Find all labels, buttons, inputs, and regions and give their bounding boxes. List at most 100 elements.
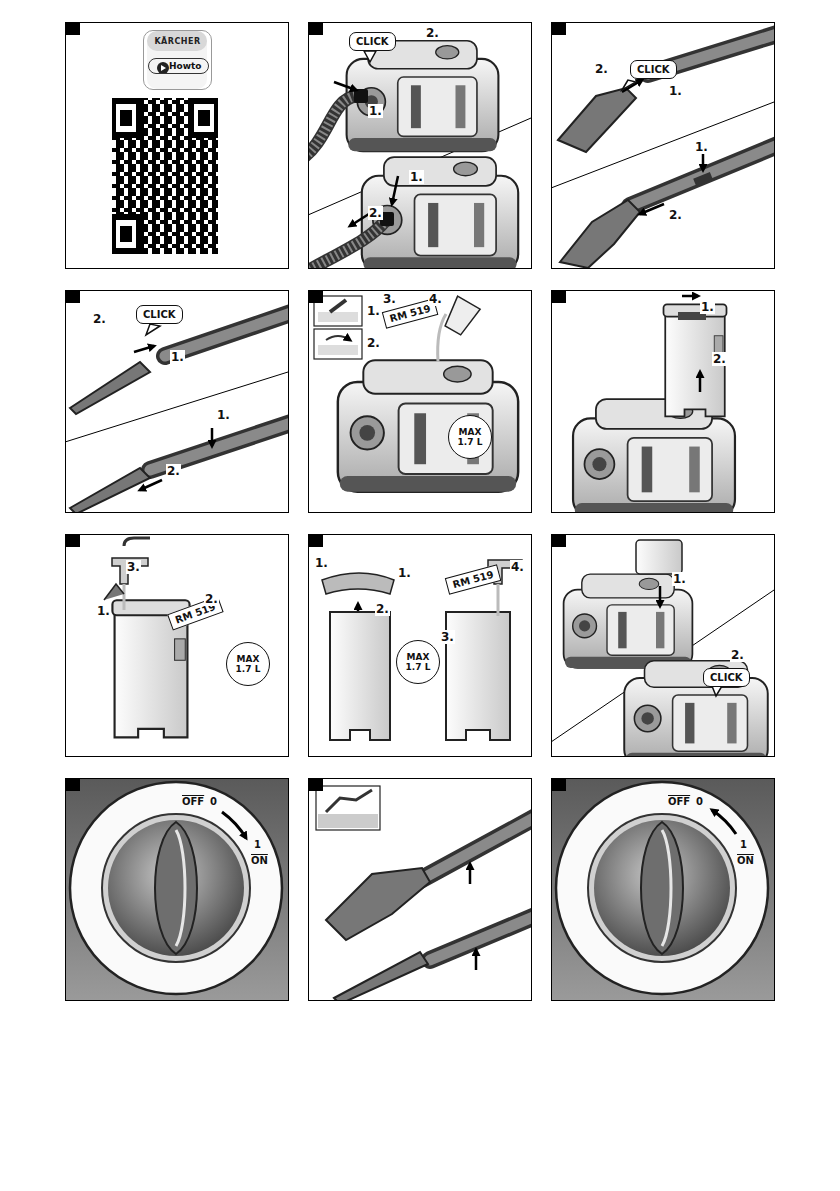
step-number: 4. [510, 560, 525, 574]
fill-machine-panel [330, 300, 346, 312]
fill-tank-lid-panel [446, 612, 510, 740]
panel-markers [551, 290, 566, 303]
nozzle-attach-panel [558, 88, 636, 152]
fill-machine-panel [318, 312, 358, 322]
click-callout: CLICK [703, 668, 750, 687]
fill-tank-panel [112, 558, 148, 584]
hose-connect-panel [308, 220, 386, 268]
hose-connect-panel [354, 89, 368, 103]
panel-frames [309, 23, 532, 269]
hose-connect-panel [308, 220, 386, 268]
fill-machine-panel [438, 314, 446, 362]
step-number: 1. [368, 104, 383, 118]
step-number: 2. [425, 26, 440, 40]
panel-frames [66, 23, 775, 1001]
fill-tank-panel [104, 538, 190, 737]
fill-tank-lid-panel [322, 573, 394, 594]
switch-on-panel [108, 820, 244, 956]
fill-machine-panel [326, 336, 350, 340]
trigger-panel [326, 868, 430, 940]
step-number: 2. [594, 62, 609, 76]
panel-markers [551, 778, 566, 791]
trigger-panel [318, 814, 378, 828]
click-callout-text: CLICK [143, 309, 176, 320]
nozzle-attach-panel [622, 80, 642, 92]
hose-connect-panel [308, 41, 531, 268]
panel-markers [308, 534, 323, 547]
app-panel [157, 62, 169, 74]
app-panel [112, 98, 140, 138]
hose-connect-panel [347, 41, 499, 152]
fill-tank-panel [104, 584, 124, 600]
click-callout-text: CLICK [637, 64, 670, 75]
hose-connect-panel [308, 96, 356, 160]
switch-on-panel [222, 812, 246, 838]
switch-on-panel [155, 822, 197, 954]
switch-off-panel [588, 814, 736, 962]
step-number: 2. [375, 602, 390, 616]
panel-markers [308, 290, 323, 303]
fill-tank-panel [123, 584, 126, 610]
click-callout: CLICK [630, 60, 677, 79]
switch-on-panel [65, 778, 288, 1000]
switch-label: 0 [695, 795, 704, 809]
app-panel [161, 65, 166, 71]
app-panel [112, 98, 218, 254]
nozzle-attach-panel [622, 80, 636, 90]
switch-label: ON [736, 854, 755, 868]
switch-off-panel [712, 810, 736, 834]
step-number: 1. [397, 566, 412, 580]
crevice-nozzle-panel [134, 346, 154, 352]
crevice-nozzle-panel [65, 310, 288, 512]
panel-frames [552, 291, 775, 513]
nozzle-attach-panel [640, 204, 664, 214]
app-panel [112, 214, 140, 254]
step-number: 1. [314, 556, 329, 570]
app-panel [112, 31, 218, 254]
trigger-panel [430, 912, 531, 960]
step-number: 3. [126, 560, 141, 574]
fill-machine-panel [318, 345, 358, 355]
app-panel [190, 98, 218, 138]
trigger-panel [316, 786, 380, 830]
trigger-panel [430, 912, 531, 960]
crevice-nozzle-panel [140, 480, 162, 490]
switch-label: ON [250, 854, 269, 868]
crevice-nozzle-panel [150, 420, 288, 470]
step-number: 3. [440, 630, 455, 644]
panel-frames [309, 535, 532, 757]
crevice-nozzle-panel [146, 324, 160, 335]
app-panel [116, 104, 136, 132]
remove-tank-panel [682, 295, 698, 298]
switch-label: OFF [181, 795, 205, 809]
max-level-badge-text: MAX 1.7 L [453, 427, 487, 448]
switch-off-panel [662, 830, 671, 946]
insert-tank-panel [551, 540, 774, 756]
app-panel [120, 226, 132, 242]
app-icon: KÄRCHER Howto [143, 30, 212, 90]
trigger-panel [475, 950, 478, 970]
panel-markers [65, 22, 80, 35]
hose-connect-panel [334, 82, 356, 90]
switch-label: OFF [667, 795, 691, 809]
switch-off-panel [551, 778, 774, 1000]
click-callout: CLICK [349, 32, 396, 51]
crevice-nozzle-panel [70, 468, 150, 512]
insert-tank-panel [712, 686, 722, 696]
app-icon-text: KÄRCHER [144, 31, 211, 46]
nozzle-attach-panel [630, 140, 774, 206]
insert-tank-panel [636, 540, 682, 574]
trigger-panel [420, 812, 531, 880]
switch-on-panel [176, 830, 185, 946]
app-panel [120, 110, 210, 242]
step-number: 2. [368, 206, 383, 220]
switch-label: 1 [253, 838, 262, 852]
panel-markers [551, 534, 566, 547]
panel-frames [309, 779, 532, 1001]
panel-frames [66, 535, 289, 757]
step-number: 2. [712, 352, 727, 366]
fill-tank-panel [124, 538, 150, 546]
howto-button: Howto [148, 58, 209, 74]
app-panel [120, 110, 132, 126]
